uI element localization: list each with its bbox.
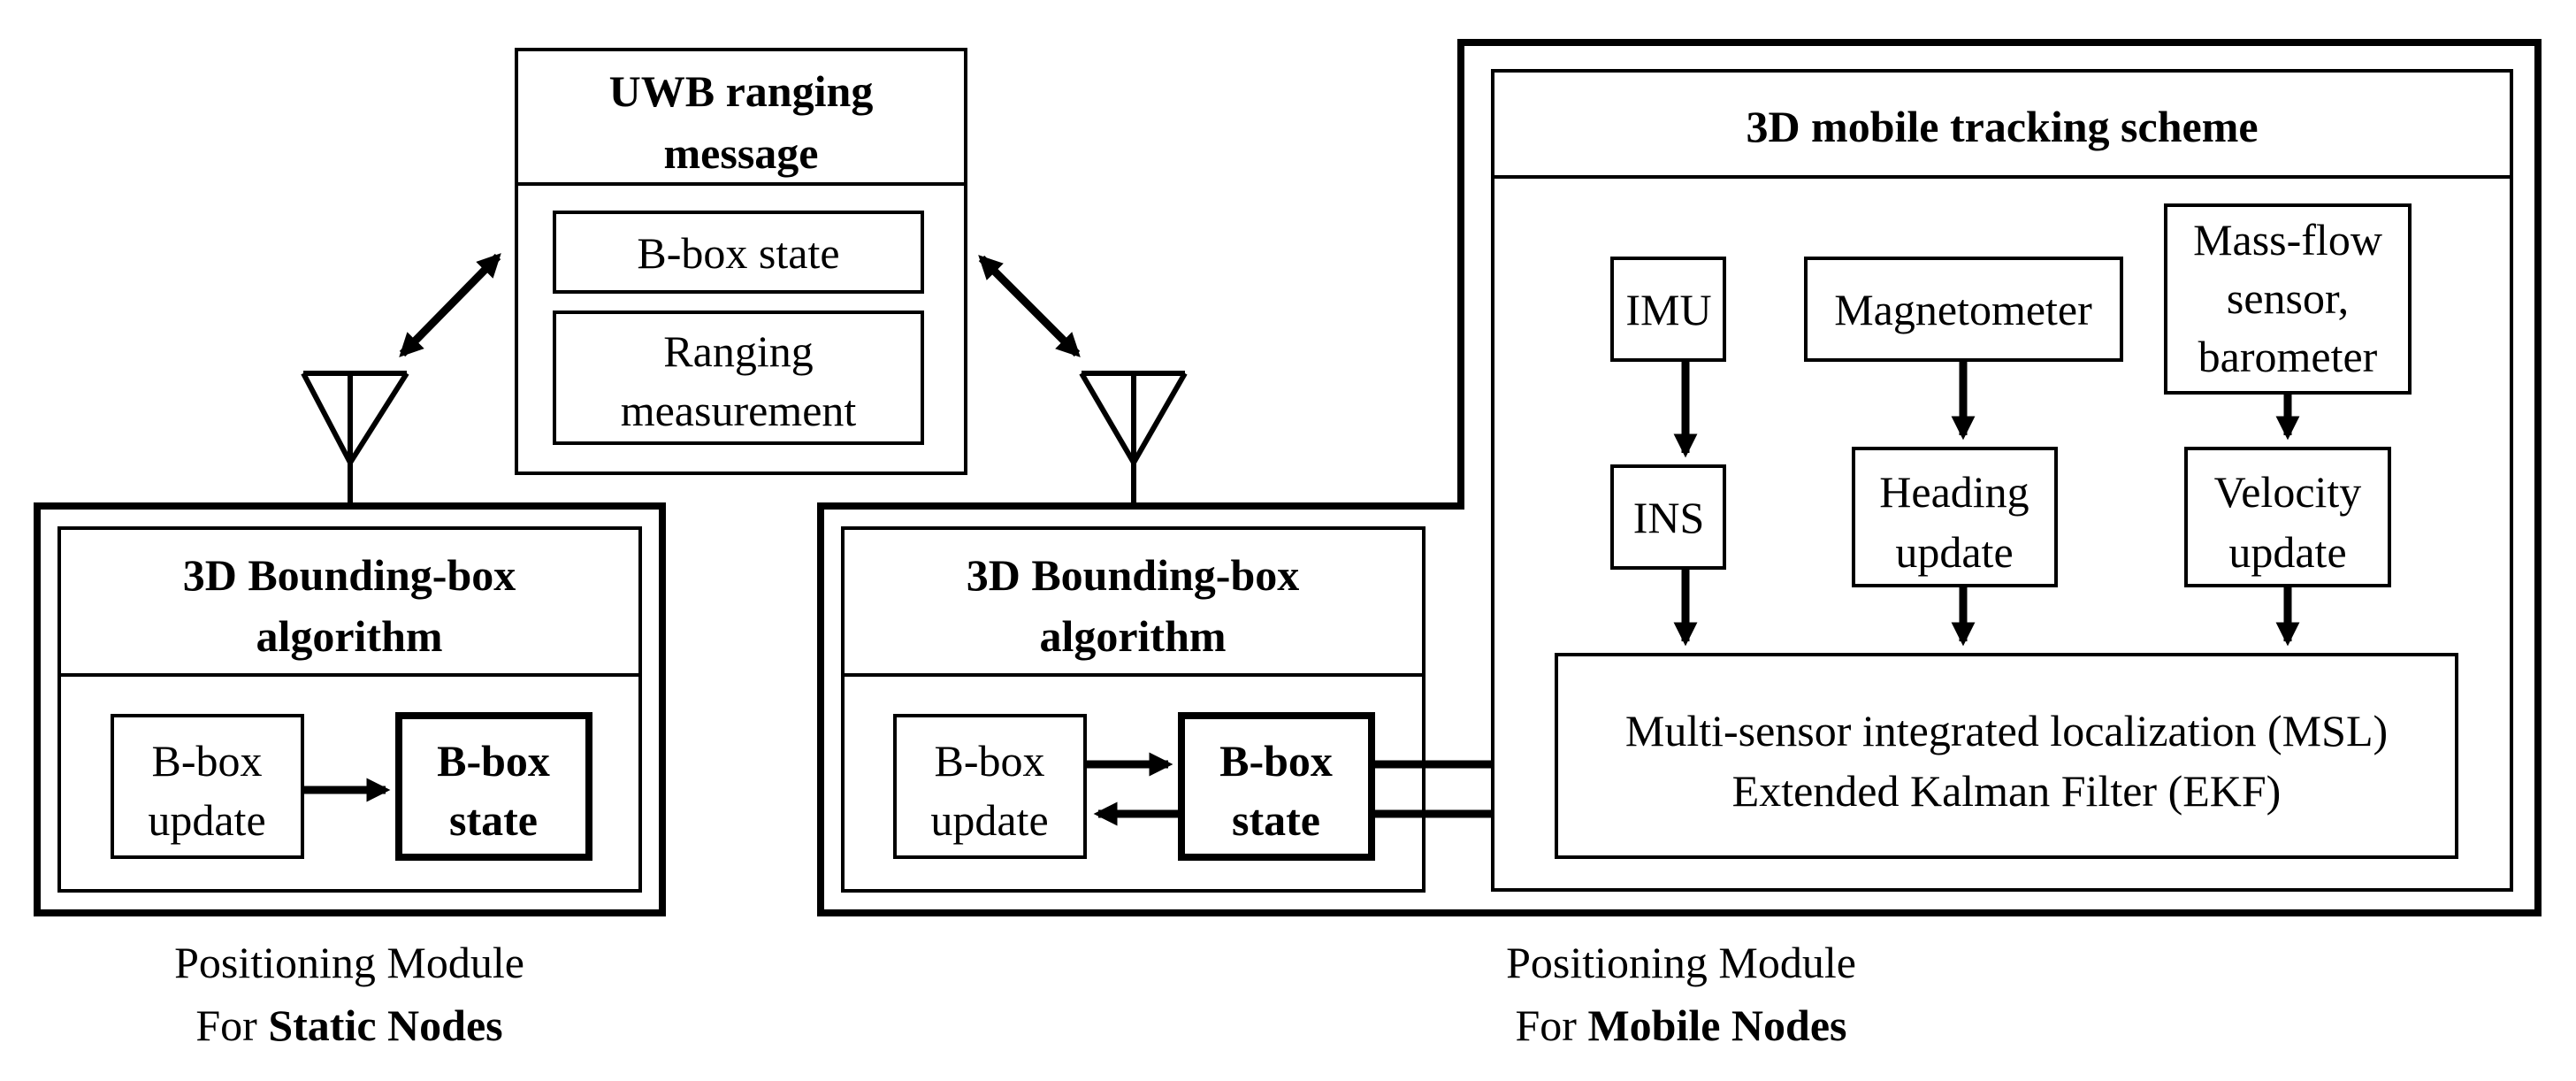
velocity-update-line2: update: [2228, 527, 2346, 577]
antenna-static-icon: [301, 371, 409, 504]
uwb-title-line2: message: [664, 128, 819, 178]
heading-update-line2: update: [1895, 527, 2013, 577]
magnetometer-label: Magnetometer: [1834, 285, 2092, 334]
antenna-mobile-icon: [1079, 371, 1188, 504]
static-module: 3D Bounding-box algorithm B-box update B…: [34, 502, 666, 916]
static-bbox-state-line1: B-box: [437, 736, 550, 786]
uwb-bbox-state-label: B-box state: [637, 228, 839, 278]
tracking-title: 3D mobile tracking scheme: [1746, 102, 2258, 151]
mobile-caption-bold: Mobile Nodes: [1587, 1000, 1846, 1050]
msl-line1: Multi-sensor integrated localization (MS…: [1625, 706, 2388, 755]
ins-box: [1610, 464, 1726, 570]
mobile-bbox-title-line1: 3D Bounding-box: [967, 550, 1300, 600]
static-caption-line2: For Static Nodes: [195, 1000, 502, 1050]
static-caption-line1: Positioning Module: [174, 938, 524, 987]
mobile-caption-prefix: For: [1515, 1000, 1587, 1050]
heading-update-line1: Heading: [1879, 467, 2029, 517]
uwb-ranging-line2: measurement: [621, 386, 857, 435]
tracking-scheme: 3D mobile tracking scheme IMU Magnetomet…: [1491, 69, 2513, 892]
msl-line2: Extended Kalman Filter (EKF): [1732, 766, 2282, 816]
uwb-ranging-box: [553, 310, 924, 445]
mobile-link-arrow: [978, 255, 1081, 357]
static-bbox-update-line1: B-box: [152, 736, 263, 786]
mobile-bbox-state-box: [1178, 712, 1375, 861]
static-bbox-state-line2: state: [449, 795, 538, 845]
massflow-line3: barometer: [2198, 332, 2378, 381]
msl-ekf-box: [1555, 653, 2458, 859]
static-bbox-state-box: [395, 712, 592, 861]
mobile-module-outline: [817, 39, 2542, 916]
static-bbox-title-line1: 3D Bounding-box: [183, 550, 516, 600]
mobile-caption-line1: Positioning Module: [1506, 938, 1856, 987]
uwb-ranging-line1: Ranging: [663, 326, 813, 376]
massflow-line2: sensor,: [2227, 273, 2349, 323]
static-link-arrow: [399, 253, 501, 357]
imu-box: [1610, 257, 1726, 362]
ins-label: INS: [1633, 493, 1705, 542]
mobile-bbox-title-line2: algorithm: [1039, 611, 1226, 661]
static-bbox-update-line2: update: [148, 795, 265, 845]
static-caption-prefix: For: [195, 1000, 268, 1050]
velocity-update-line1: Velocity: [2214, 467, 2362, 517]
mobile-module: 3D Bounding-box algorithm B-box update B…: [841, 526, 1426, 893]
imu-label: IMU: [1625, 285, 1711, 334]
mobile-bbox-update-line2: update: [930, 795, 1048, 845]
mobile-bbox-update-box: [893, 714, 1087, 859]
static-bbox-update-box: [111, 714, 304, 859]
mobile-bbox-update-line1: B-box: [935, 736, 1045, 786]
static-caption-bold: Static Nodes: [268, 1000, 502, 1050]
massflow-line1: Mass-flow: [2193, 215, 2382, 264]
mobile-caption-line2: For Mobile Nodes: [1515, 1000, 1846, 1050]
uwb-title-line1: UWB ranging: [609, 66, 874, 116]
uwb-message-box: UWB ranging message B-box state Ranging …: [515, 48, 967, 475]
uwb-bbox-state-box: [553, 211, 924, 294]
heading-update-box: [1852, 447, 2058, 587]
mobile-bbox-state-line2: state: [1232, 795, 1320, 845]
mobile-bbox-state-line1: B-box: [1219, 736, 1333, 786]
static-bbox-title-line2: algorithm: [256, 611, 442, 661]
